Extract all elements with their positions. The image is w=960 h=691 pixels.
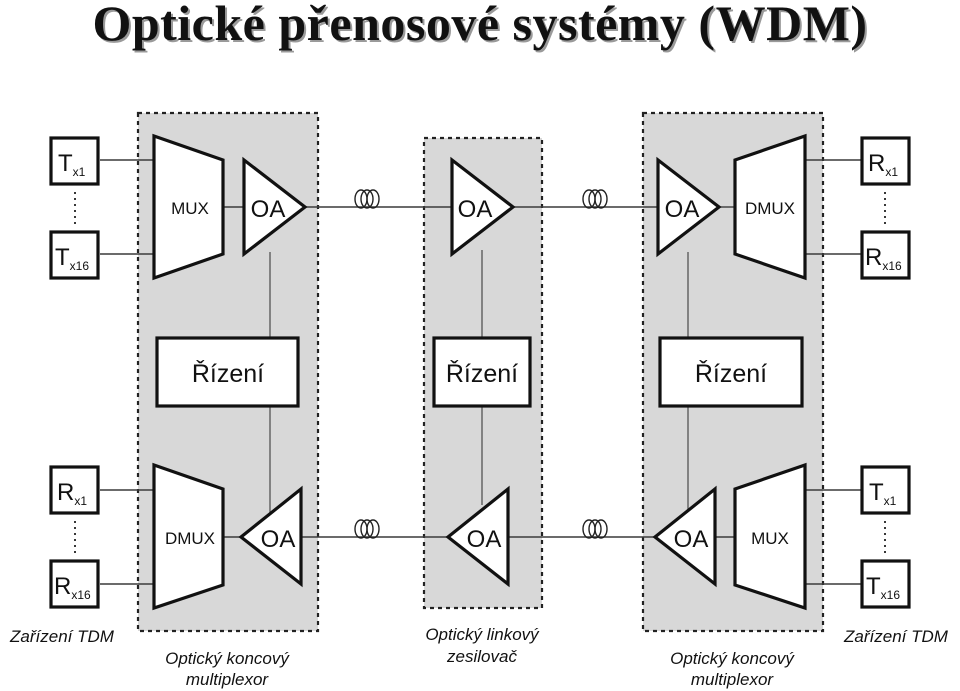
amp-label: OA xyxy=(467,526,502,553)
dmux-label-right: DMUX xyxy=(745,199,795,218)
control-label-left: Řízení xyxy=(192,359,264,388)
dmux-block-right xyxy=(733,133,807,281)
fiber-coil-icon xyxy=(354,519,380,539)
rx1-box-right xyxy=(860,136,911,186)
amplifier-left-bottom xyxy=(238,485,303,588)
rx1-box-left xyxy=(49,465,100,515)
amp-label: OA xyxy=(674,526,709,553)
amplifier-left-top xyxy=(242,156,308,258)
fiber-coil-icon xyxy=(582,519,608,539)
control-label-center: Řízení xyxy=(446,359,518,388)
tx16-box-left xyxy=(49,230,100,280)
control-label-right: Řízení xyxy=(695,359,767,388)
tx16-label-right: Tx16 xyxy=(866,573,900,602)
amplifier-line-top xyxy=(450,156,516,258)
amp-label: OA xyxy=(665,196,700,223)
tx16-box-right xyxy=(860,559,911,609)
caption-terminal-right-line1: Optický koncový xyxy=(670,649,795,668)
fiber-coil-icon xyxy=(582,189,608,209)
caption-line-amp-line2: zesilovač xyxy=(446,647,517,666)
amplifier-right-top xyxy=(656,156,722,258)
rx16-box-right xyxy=(860,230,911,280)
dmux-block-left xyxy=(152,462,225,611)
caption-terminal-right-line2: multiplexor xyxy=(691,670,775,689)
amp-label: OA xyxy=(458,196,493,223)
mux-block-right xyxy=(733,462,807,611)
mux-label-left: MUX xyxy=(171,199,209,218)
rx16-label-right: Rx16 xyxy=(865,244,902,273)
tx1-label-left: Tx1 xyxy=(58,150,86,179)
caption-tdm-right: Zařízení TDM xyxy=(843,627,949,646)
tx16-label-left: Tx16 xyxy=(55,244,89,273)
rx1-label-left: Rx1 xyxy=(57,479,87,508)
caption-terminal-left-line1: Optický koncový xyxy=(165,649,290,668)
control-box-right xyxy=(658,336,804,408)
amplifier-line-bottom xyxy=(445,485,510,588)
rx16-box-left xyxy=(49,559,100,609)
dmux-label-left: DMUX xyxy=(165,529,215,548)
caption-line-amp-line1: Optický linkový xyxy=(425,625,540,644)
control-box-left xyxy=(155,336,300,408)
tx1-box-left xyxy=(49,136,100,186)
caption-tdm-left: Zařízení TDM xyxy=(9,627,115,646)
mux-label-right: MUX xyxy=(751,529,789,548)
amp-label: OA xyxy=(251,196,286,223)
rx1-label-right: Rx1 xyxy=(868,150,898,179)
amplifier-right-bottom xyxy=(652,485,717,588)
tx1-box-right xyxy=(860,465,911,515)
caption-terminal-left-line2: multiplexor xyxy=(186,670,270,689)
amp-label: OA xyxy=(261,526,296,553)
tx1-label-right: Tx1 xyxy=(869,479,897,508)
rx16-label-left: Rx16 xyxy=(54,573,91,602)
fiber-coil-icon xyxy=(354,189,380,209)
control-box-center xyxy=(432,336,532,408)
mux-block-left xyxy=(152,133,225,281)
page-title: Optické přenosové systémy (WDM) xyxy=(92,0,868,51)
